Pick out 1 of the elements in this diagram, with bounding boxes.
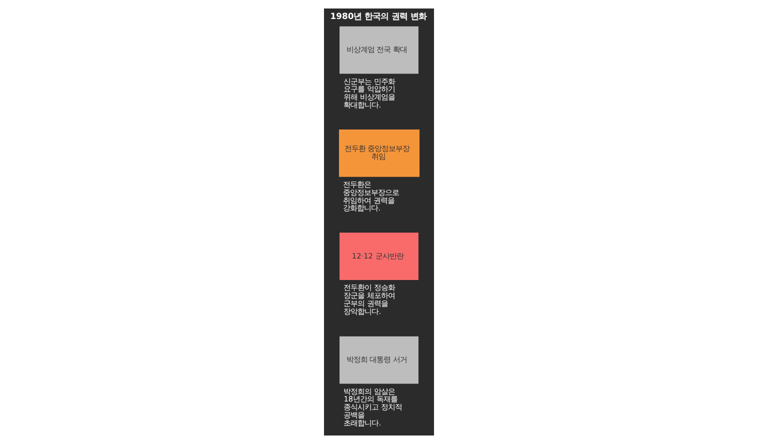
diagram-title: 1980년 한국의 권력 변화 xyxy=(330,10,426,21)
